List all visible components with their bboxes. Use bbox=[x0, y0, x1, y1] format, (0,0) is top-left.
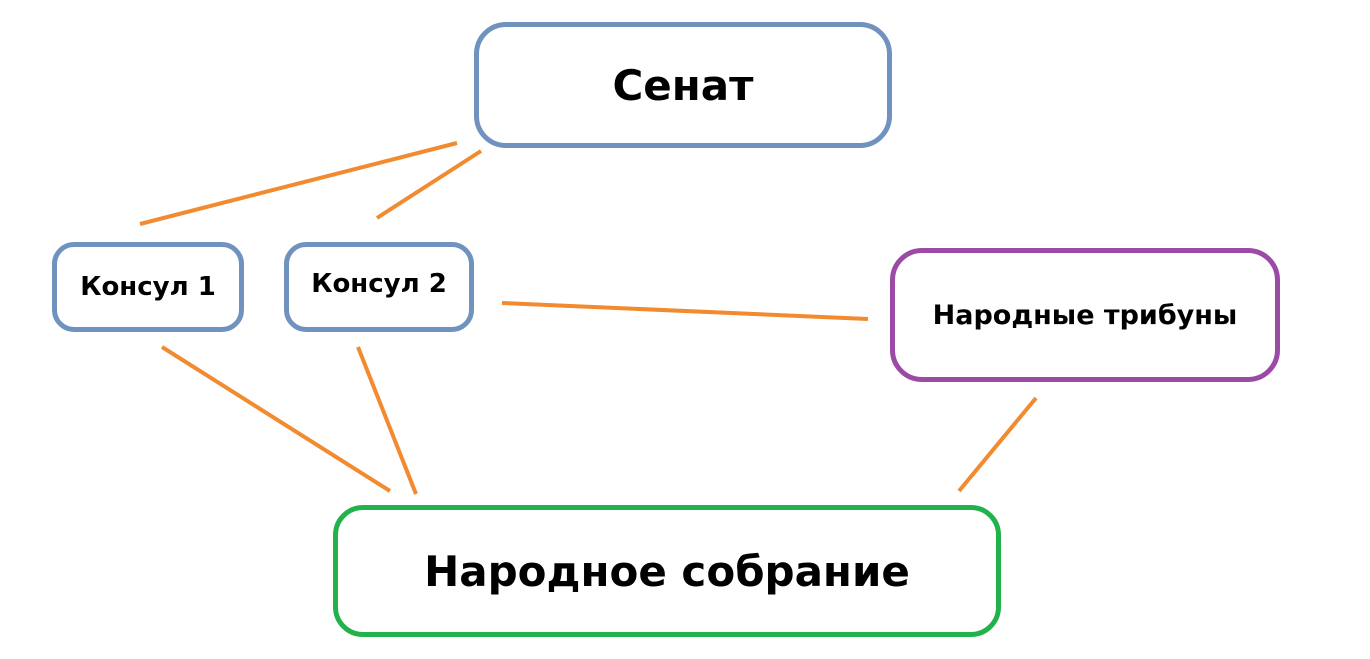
connector-tribunes-assembly bbox=[957, 396, 1038, 493]
tribunes-box: Народные трибуны bbox=[890, 248, 1280, 382]
connector-consul-2-assembly bbox=[356, 346, 418, 495]
tribunes-label: Народные трибуны bbox=[932, 299, 1238, 331]
consul-1-box: Консул 1 bbox=[52, 242, 244, 332]
senate-label: Сенат bbox=[612, 60, 754, 110]
connector-senate-consul-1 bbox=[139, 141, 458, 226]
senate-box: Сенат bbox=[474, 22, 892, 148]
assembly-box: Народное собрание bbox=[333, 505, 1001, 637]
consul-1-label: Консул 1 bbox=[80, 272, 216, 302]
consul-2-label: Консул 2 bbox=[311, 269, 447, 299]
connector-consul-2-tribunes bbox=[501, 301, 869, 321]
consul-2-box: Консул 2 bbox=[284, 242, 474, 332]
connector-senate-consul-2 bbox=[375, 149, 483, 220]
assembly-label: Народное собрание bbox=[424, 546, 910, 596]
connector-consul-1-assembly bbox=[160, 345, 392, 493]
